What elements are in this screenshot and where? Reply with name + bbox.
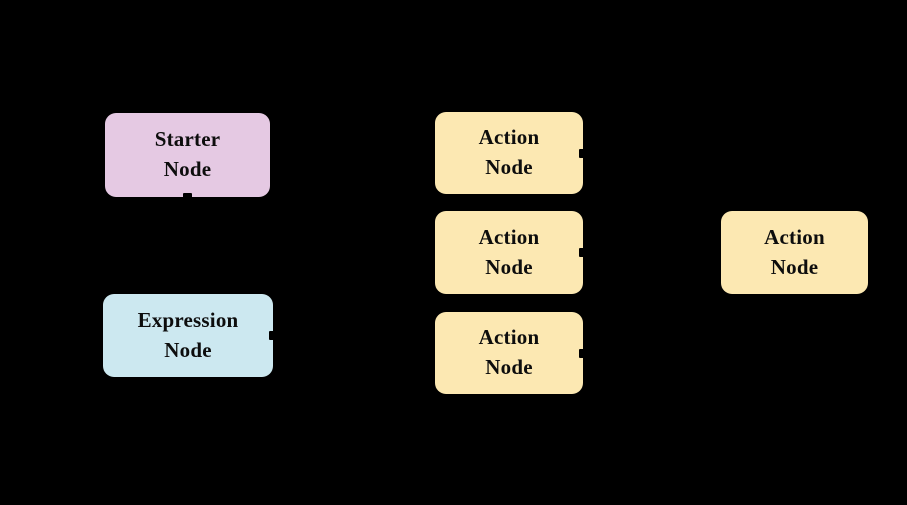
node-label-line-1: Action	[478, 325, 540, 350]
node-label-line-1: Starter	[154, 127, 221, 152]
connector-port-bottom-icon[interactable]	[183, 193, 192, 198]
connector-port-right-icon[interactable]	[579, 148, 584, 158]
node-label-line-1: Action	[478, 125, 540, 150]
node-label-line-1: Action	[764, 224, 825, 249]
connector-port-right-icon[interactable]	[269, 331, 274, 340]
connector-port-right-icon[interactable]	[579, 348, 584, 358]
connector-port-right-icon[interactable]	[579, 248, 584, 257]
node-label-line-1: Expression	[137, 307, 239, 332]
node-label-line-2: Node	[485, 254, 533, 279]
node-label-line-2: Node	[485, 355, 533, 379]
node-label-line-2: Node	[163, 157, 212, 181]
node-label-line-1: Action	[478, 224, 540, 249]
node-label-line-2: Node	[164, 337, 212, 362]
node-label-line-2: Node	[770, 254, 819, 279]
node-label-line-2: Node	[485, 155, 533, 179]
